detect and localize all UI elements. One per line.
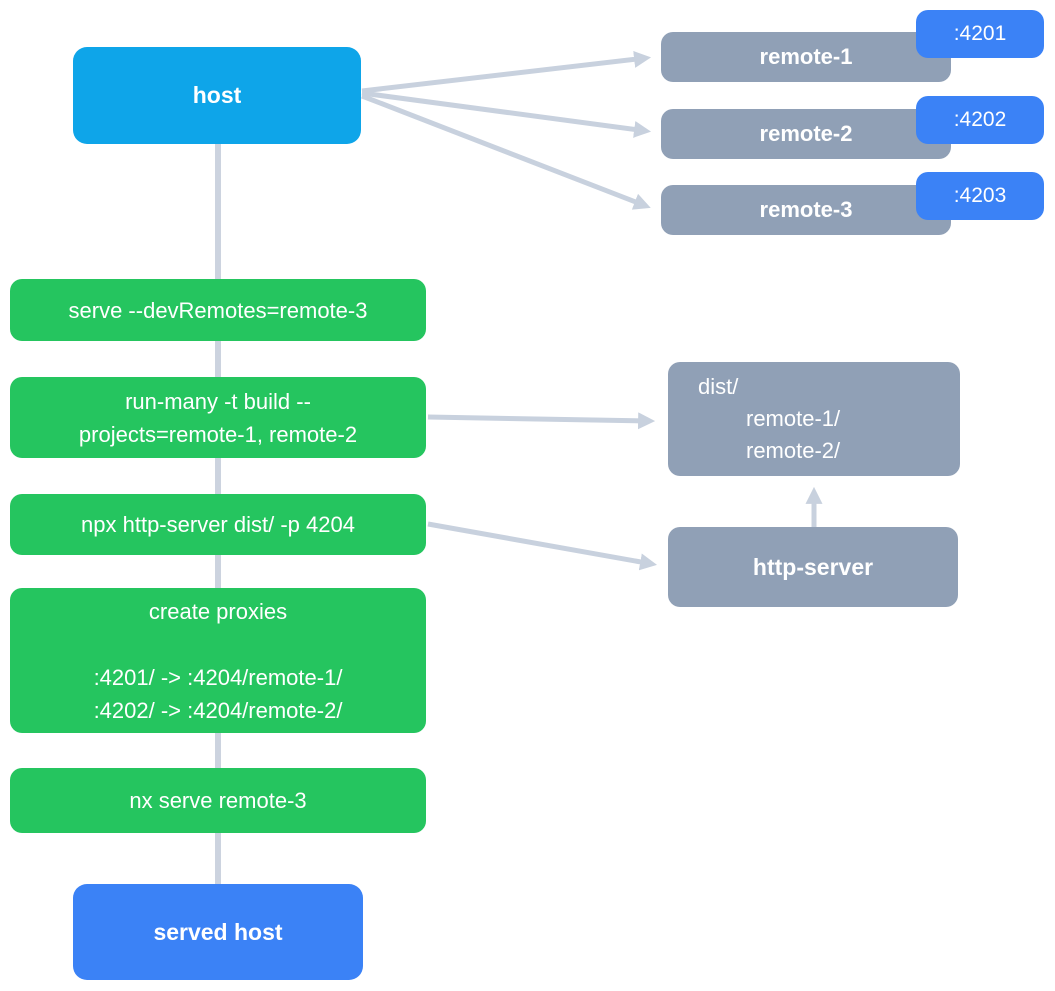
command-create-proxies: create proxies :4201/ -> :4204/remote-1/…	[10, 588, 426, 733]
command-text: create proxies	[148, 598, 288, 624]
port-badge-4202: :4202	[916, 96, 1044, 144]
arrow-httpcmd-to-httpserver	[427, 521, 658, 571]
command-text: :4201/ -> :4204/remote-1/	[93, 664, 343, 690]
http-server-label: http-server	[752, 553, 874, 580]
command-run-many-build: run-many -t build -- projects=remote-1, …	[10, 377, 426, 458]
remote-2-node: remote-2	[661, 109, 951, 159]
remote-1-node: remote-1	[661, 32, 951, 82]
dist-root-label: dist/	[698, 374, 739, 399]
host-node: host	[73, 47, 361, 144]
dist-folder-node: dist/ remote-1/ remote-2/	[668, 362, 960, 476]
command-text: npx http-server dist/ -p 4204	[81, 512, 355, 537]
command-nx-serve-remote-3: nx serve remote-3	[10, 768, 426, 833]
host-label: host	[192, 82, 242, 108]
arrow-host-to-remote-2	[361, 90, 652, 138]
command-text: projects=remote-1, remote-2	[78, 421, 358, 447]
arrow-host-to-remote-3	[361, 93, 651, 210]
served-host-label: served host	[153, 918, 283, 945]
remote-3-label: remote-3	[759, 197, 853, 222]
command-text: :4202/ -> :4204/remote-2/	[93, 697, 343, 723]
port-4202-label: :4202	[953, 108, 1007, 131]
command-text: serve --devRemotes=remote-3	[68, 297, 368, 323]
command-npx-http-server: npx http-server dist/ -p 4204	[10, 494, 426, 555]
remote-2-label: remote-2	[759, 121, 853, 146]
dist-remote-1-label: remote-1/	[746, 406, 841, 431]
remote-3-node: remote-3	[661, 185, 951, 235]
port-badge-4201: :4201	[916, 10, 1044, 58]
port-4203-label: :4203	[953, 184, 1007, 207]
command-serve-dev-remotes: serve --devRemotes=remote-3	[10, 279, 426, 341]
command-text: nx serve remote-3	[129, 788, 307, 813]
port-4201-label: :4201	[953, 22, 1007, 45]
command-text: run-many -t build --	[125, 388, 311, 414]
arrow-host-to-remote-1	[361, 50, 652, 94]
remote-1-label: remote-1	[759, 44, 853, 69]
arrow-build-to-dist	[427, 412, 656, 430]
dist-remote-2-label: remote-2/	[746, 438, 841, 463]
http-server-node: http-server	[668, 527, 958, 607]
served-host-node: served host	[73, 884, 363, 980]
port-badge-4203: :4203	[916, 172, 1044, 220]
